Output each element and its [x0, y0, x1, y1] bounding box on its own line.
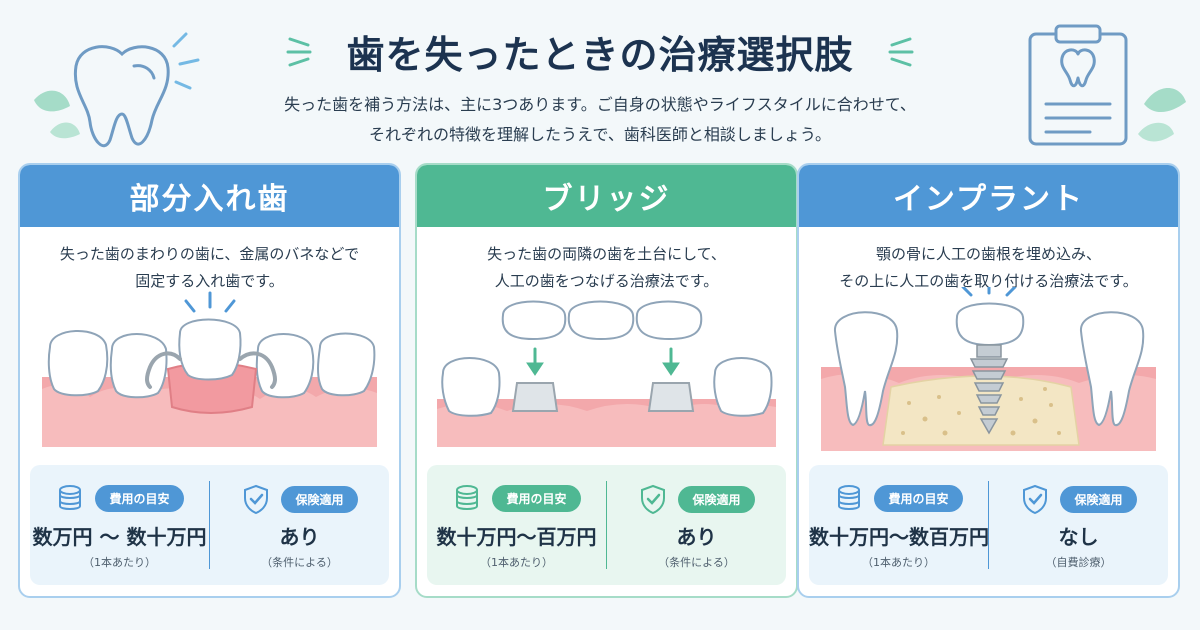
tooth [47, 330, 109, 397]
shield-check-icon [641, 484, 666, 515]
insurance-value: なし [1058, 525, 1099, 549]
shield-check-icon [244, 484, 269, 515]
bone-texture [901, 387, 1061, 436]
insurance-section: 保険適用 あり （条件による） [607, 465, 786, 585]
metal-clasp [145, 351, 277, 389]
artificial-tooth [178, 318, 242, 381]
tooth-outline-icon [34, 32, 200, 148]
description-line-1: 顎の骨に人工の歯根を埋め込み、 [875, 245, 1101, 263]
tooth [713, 357, 773, 417]
coin-stack-icon [59, 485, 82, 510]
tooth [1079, 311, 1145, 427]
insurance-pill: 保険適用 [1060, 485, 1137, 513]
partial-denture-illustration [42, 291, 377, 447]
cost-pill: 費用の目安 [95, 484, 184, 512]
cost-note: （1本あたり） [83, 556, 156, 569]
bridge-crown [567, 300, 635, 341]
cost-section: 費用の目安 数十万円～百万円 （1本あたり） [427, 465, 606, 585]
page-subtitle: 失った歯を補う方法は、主に3つあります。ご自身の状態やライフスタイルに合わせて、… [200, 90, 1000, 150]
info-box: 費用の目安 数十万円～百万円 （1本あたり） 保険適用 あり （条件による） [427, 465, 786, 585]
cost-section: 費用の目安 数万円 ～ 数十万円 （1本あたり） [30, 465, 209, 585]
cost-section: 費用の目安 数十万円～数百万円 （1本あたり） [809, 465, 989, 585]
card-title: ブリッジ [542, 182, 671, 217]
tooth [109, 333, 168, 399]
implant-crown [955, 302, 1025, 347]
subtitle-line-1: 失った歯を補う方法は、主に3つあります。ご自身の状態やライフスタイルに合わせて、 [284, 95, 916, 114]
tooth [833, 311, 899, 427]
description-line-1: 失った歯のまわりの歯に、金属のバネなどで [59, 245, 360, 263]
description-line-1: 失った歯の両隣の歯を土台にして、 [487, 245, 726, 263]
cost-value: 数万円 ～ 数十万円 [32, 525, 207, 549]
cost-note: （1本あたり） [862, 556, 935, 569]
card-title: 部分入れ歯 [129, 182, 290, 217]
cost-pill: 費用の目安 [492, 484, 581, 512]
card-header: ブリッジ [417, 165, 796, 227]
info-box: 費用の目安 数万円 ～ 数十万円 （1本あたり） 保険適用 あり （条件による） [30, 465, 389, 585]
sparkle-right-icon [888, 37, 913, 67]
subtitle-line-2: それぞれの特徴を理解したうえで、歯科医師と相談しましょう。 [369, 125, 831, 144]
coin-stack-icon [456, 485, 479, 510]
sparkle-left-icon [286, 37, 312, 67]
insurance-value: あり [676, 525, 717, 549]
insurance-value: あり [279, 525, 320, 549]
card-bridge: ブリッジ 失った歯の両隣の歯を土台にして、 人工の歯をつなげる治療法です。 [415, 163, 798, 598]
info-box: 費用の目安 数十万円～数百万円 （1本あたり） 保険適用 なし （自費診療） [809, 465, 1168, 585]
card-implant: インプラント 顎の骨に人工の歯根を埋め込み、 その上に人工の歯を取り付ける治療法… [797, 163, 1180, 598]
card-description: 失った歯の両隣の歯を土台にして、 人工の歯をつなげる治療法です。 [417, 241, 796, 295]
description-line-2: 固定する入れ歯です。 [135, 272, 284, 290]
insurance-section: 保険適用 なし （自費診療） [989, 465, 1168, 585]
card-header: インプラント [799, 165, 1178, 227]
coin-stack-icon [838, 485, 861, 510]
sparkle-lines [184, 291, 236, 313]
insurance-note: （自費診療） [1045, 556, 1112, 569]
arrow-down-icon [526, 347, 680, 376]
insurance-pill: 保険適用 [281, 485, 358, 513]
implant-screw [969, 344, 1009, 435]
card-description: 顎の骨に人工の歯根を埋め込み、 その上に人工の歯を取り付ける治療法です。 [799, 241, 1178, 295]
page-title: 歯を失ったときの治療選択肢 [346, 32, 854, 77]
divider [988, 481, 989, 569]
cost-value: 数十万円～数百万円 [809, 525, 989, 549]
bridge-crown [501, 300, 567, 341]
divider [606, 481, 607, 569]
tooth [441, 357, 501, 417]
tooth [317, 332, 376, 397]
insurance-section: 保険適用 あり （条件による） [210, 465, 389, 585]
shield-check-icon [1023, 484, 1048, 515]
description-line-2: 人工の歯をつなげる治療法です。 [494, 272, 719, 290]
card-header: 部分入れ歯 [20, 165, 399, 227]
cost-note: （1本あたり） [480, 556, 553, 569]
sparkle-lines [961, 287, 1017, 297]
card-title: インプラント [892, 182, 1085, 217]
insurance-note: （条件による） [261, 556, 338, 569]
tooth [255, 333, 315, 399]
bridge-illustration [437, 300, 776, 447]
clipboard-icon [1028, 24, 1186, 146]
cost-pill: 費用の目安 [874, 484, 963, 512]
cost-value: 数十万円～百万円 [436, 525, 597, 549]
card-description: 失った歯のまわりの歯に、金属のバネなどで 固定する入れ歯です。 [20, 241, 399, 295]
abutment [511, 382, 695, 412]
description-line-2: その上に人工の歯を取り付ける治療法です。 [839, 272, 1138, 290]
card-partial-denture: 部分入れ歯 失った歯のまわりの歯に、金属のバネなどで 固定する入れ歯です。 [18, 163, 401, 598]
divider [209, 481, 210, 569]
bridge-crown [635, 300, 703, 341]
insurance-note: （条件による） [658, 556, 735, 569]
insurance-pill: 保険適用 [678, 485, 755, 513]
implant-illustration [821, 287, 1156, 451]
